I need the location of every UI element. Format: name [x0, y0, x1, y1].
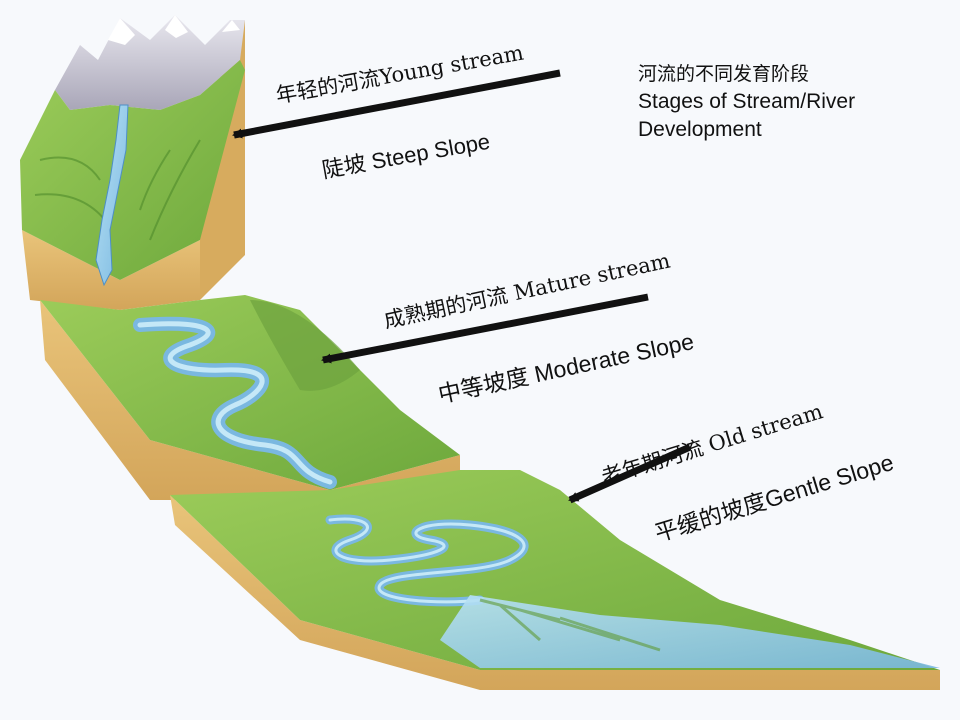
mountain-peaks [55, 15, 245, 110]
arrow-old [568, 443, 692, 504]
title-zh: 河流的不同发育阶段 [638, 63, 810, 85]
young-ridges [34, 139, 201, 241]
mature-hills [250, 300, 360, 391]
mature-river-highlight [137, 321, 333, 485]
diagram-title: 河流的不同发育阶段 Stages of Stream/River Develop… [638, 60, 855, 144]
arrow-young [232, 69, 561, 139]
estuary-water [440, 595, 940, 668]
young-soil-front [22, 230, 200, 310]
old-river-highlight [328, 517, 526, 604]
mature-soil-front [40, 300, 460, 500]
mature-stream-block [40, 295, 460, 500]
young-stream-water [95, 104, 129, 287]
delta-channels [479, 598, 661, 652]
snow-caps [108, 15, 240, 45]
title-en-line2: Development [638, 118, 762, 141]
young-stream-block [20, 15, 245, 310]
title-en-line1: Stages of Stream/River [638, 90, 856, 113]
arrow-mature [321, 293, 649, 364]
young-grass-surface [20, 60, 245, 280]
old-soil-front [170, 495, 940, 690]
old-stream-block [170, 470, 940, 690]
